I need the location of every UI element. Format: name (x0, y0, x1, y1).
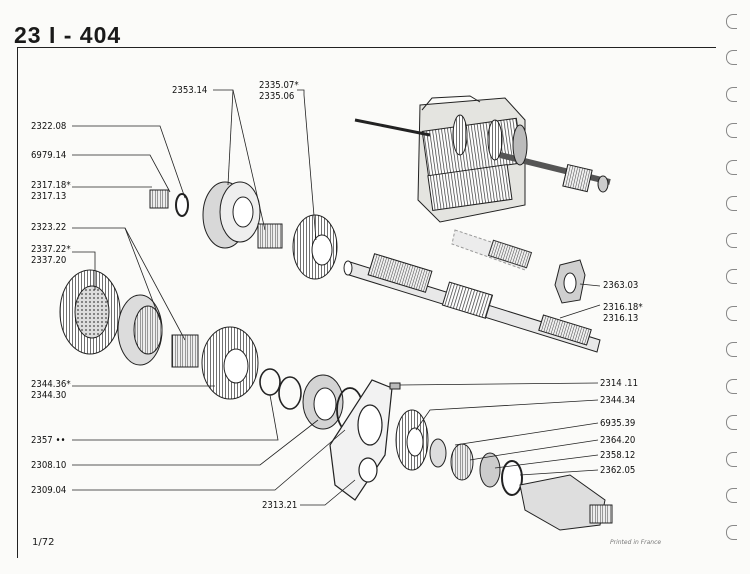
gear-2344-34 (395, 409, 429, 471)
synchro-hub (202, 181, 261, 249)
label-2335-06: 2335.06 (259, 91, 295, 102)
label-group-2316: 2316.18* 2316.13 (603, 302, 643, 324)
main-shaft (343, 253, 601, 353)
label-6935-39: 6935.39 (600, 418, 636, 429)
label-2337-20: 2337.20 (31, 255, 67, 266)
screw-2314 (389, 382, 401, 390)
page-title: 23 I - 404 (14, 22, 122, 48)
binder-hole (726, 14, 737, 29)
splined-shaft-small (451, 229, 533, 271)
binder-hole (726, 50, 737, 65)
label-2362-05: 2362.05 (600, 465, 636, 476)
label-group-2335: 2335.07* 2335.06 (259, 80, 299, 102)
rear-bearings (429, 438, 523, 496)
plate-2313 (329, 379, 393, 501)
binder-hole (726, 415, 737, 430)
binder-hole (726, 488, 737, 503)
needle-bearing-mid (171, 334, 199, 368)
label-group-2344: 2344.36* 2344.30 (31, 379, 71, 401)
binder-hole (726, 525, 737, 540)
label-2353-14: 2353.14 (172, 85, 208, 96)
label-2322-08: 2322.08 (31, 121, 67, 132)
gear-2335 (292, 214, 338, 280)
diagram-frame (17, 47, 716, 558)
label-2317-18: 2317.18* (31, 180, 71, 191)
label-2357: 2357 •• (31, 435, 66, 446)
binder-hole (726, 87, 737, 102)
needle-cage (257, 223, 283, 249)
binder-hole (726, 342, 737, 357)
gear-2344 (201, 326, 259, 400)
bearing-2308 (302, 374, 344, 430)
label-2335-07: 2335.07* (259, 80, 299, 91)
synchro-sleeve (117, 294, 163, 366)
thrust-washer (175, 193, 189, 217)
label-6979-14: 6979.14 (31, 150, 67, 161)
binder-hole (726, 160, 737, 175)
binder-hole (726, 196, 737, 211)
label-2323-22: 2323.22 (31, 222, 67, 233)
label-2309-04: 2309.04 (31, 485, 67, 496)
page-number: 1/72 (32, 537, 55, 548)
label-2313-21: 2313.21 (262, 500, 298, 511)
nut-2363 (554, 259, 586, 304)
label-group-2317: 2317.18* 2317.13 (31, 180, 71, 202)
label-2344-34: 2344.34 (600, 395, 636, 406)
label-2344-30: 2344.30 (31, 390, 67, 401)
label-2316-13: 2316.13 (603, 313, 639, 324)
small-needle-bearing (149, 189, 169, 209)
binder-hole (726, 123, 737, 138)
binder-hole (726, 379, 737, 394)
gearbox-assembly (354, 95, 611, 223)
label-2358-12: 2358.12 (600, 450, 636, 461)
label-2316-18: 2316.18* (603, 302, 643, 313)
binder-hole (726, 233, 737, 248)
binder-hole (726, 306, 737, 321)
output-yoke (519, 474, 613, 531)
leader-lines (72, 89, 601, 506)
label-2364-20: 2364.20 (600, 435, 636, 446)
binder-hole (726, 452, 737, 467)
label-2317-13: 2317.13 (31, 191, 67, 202)
label-2363-03: 2363.03 (603, 280, 639, 291)
label-group-2337: 2337.22* 2337.20 (31, 244, 71, 266)
printed-note: Printed in France (610, 539, 662, 546)
large-synchro-ring (59, 269, 121, 355)
label-2314-11: 2314 .11 (600, 378, 639, 389)
binder-hole (726, 269, 737, 284)
label-2337-22: 2337.22* (31, 244, 71, 255)
label-2344-36: 2344.36* (31, 379, 71, 390)
snap-rings (259, 368, 302, 410)
label-2308-10: 2308.10 (31, 460, 67, 471)
